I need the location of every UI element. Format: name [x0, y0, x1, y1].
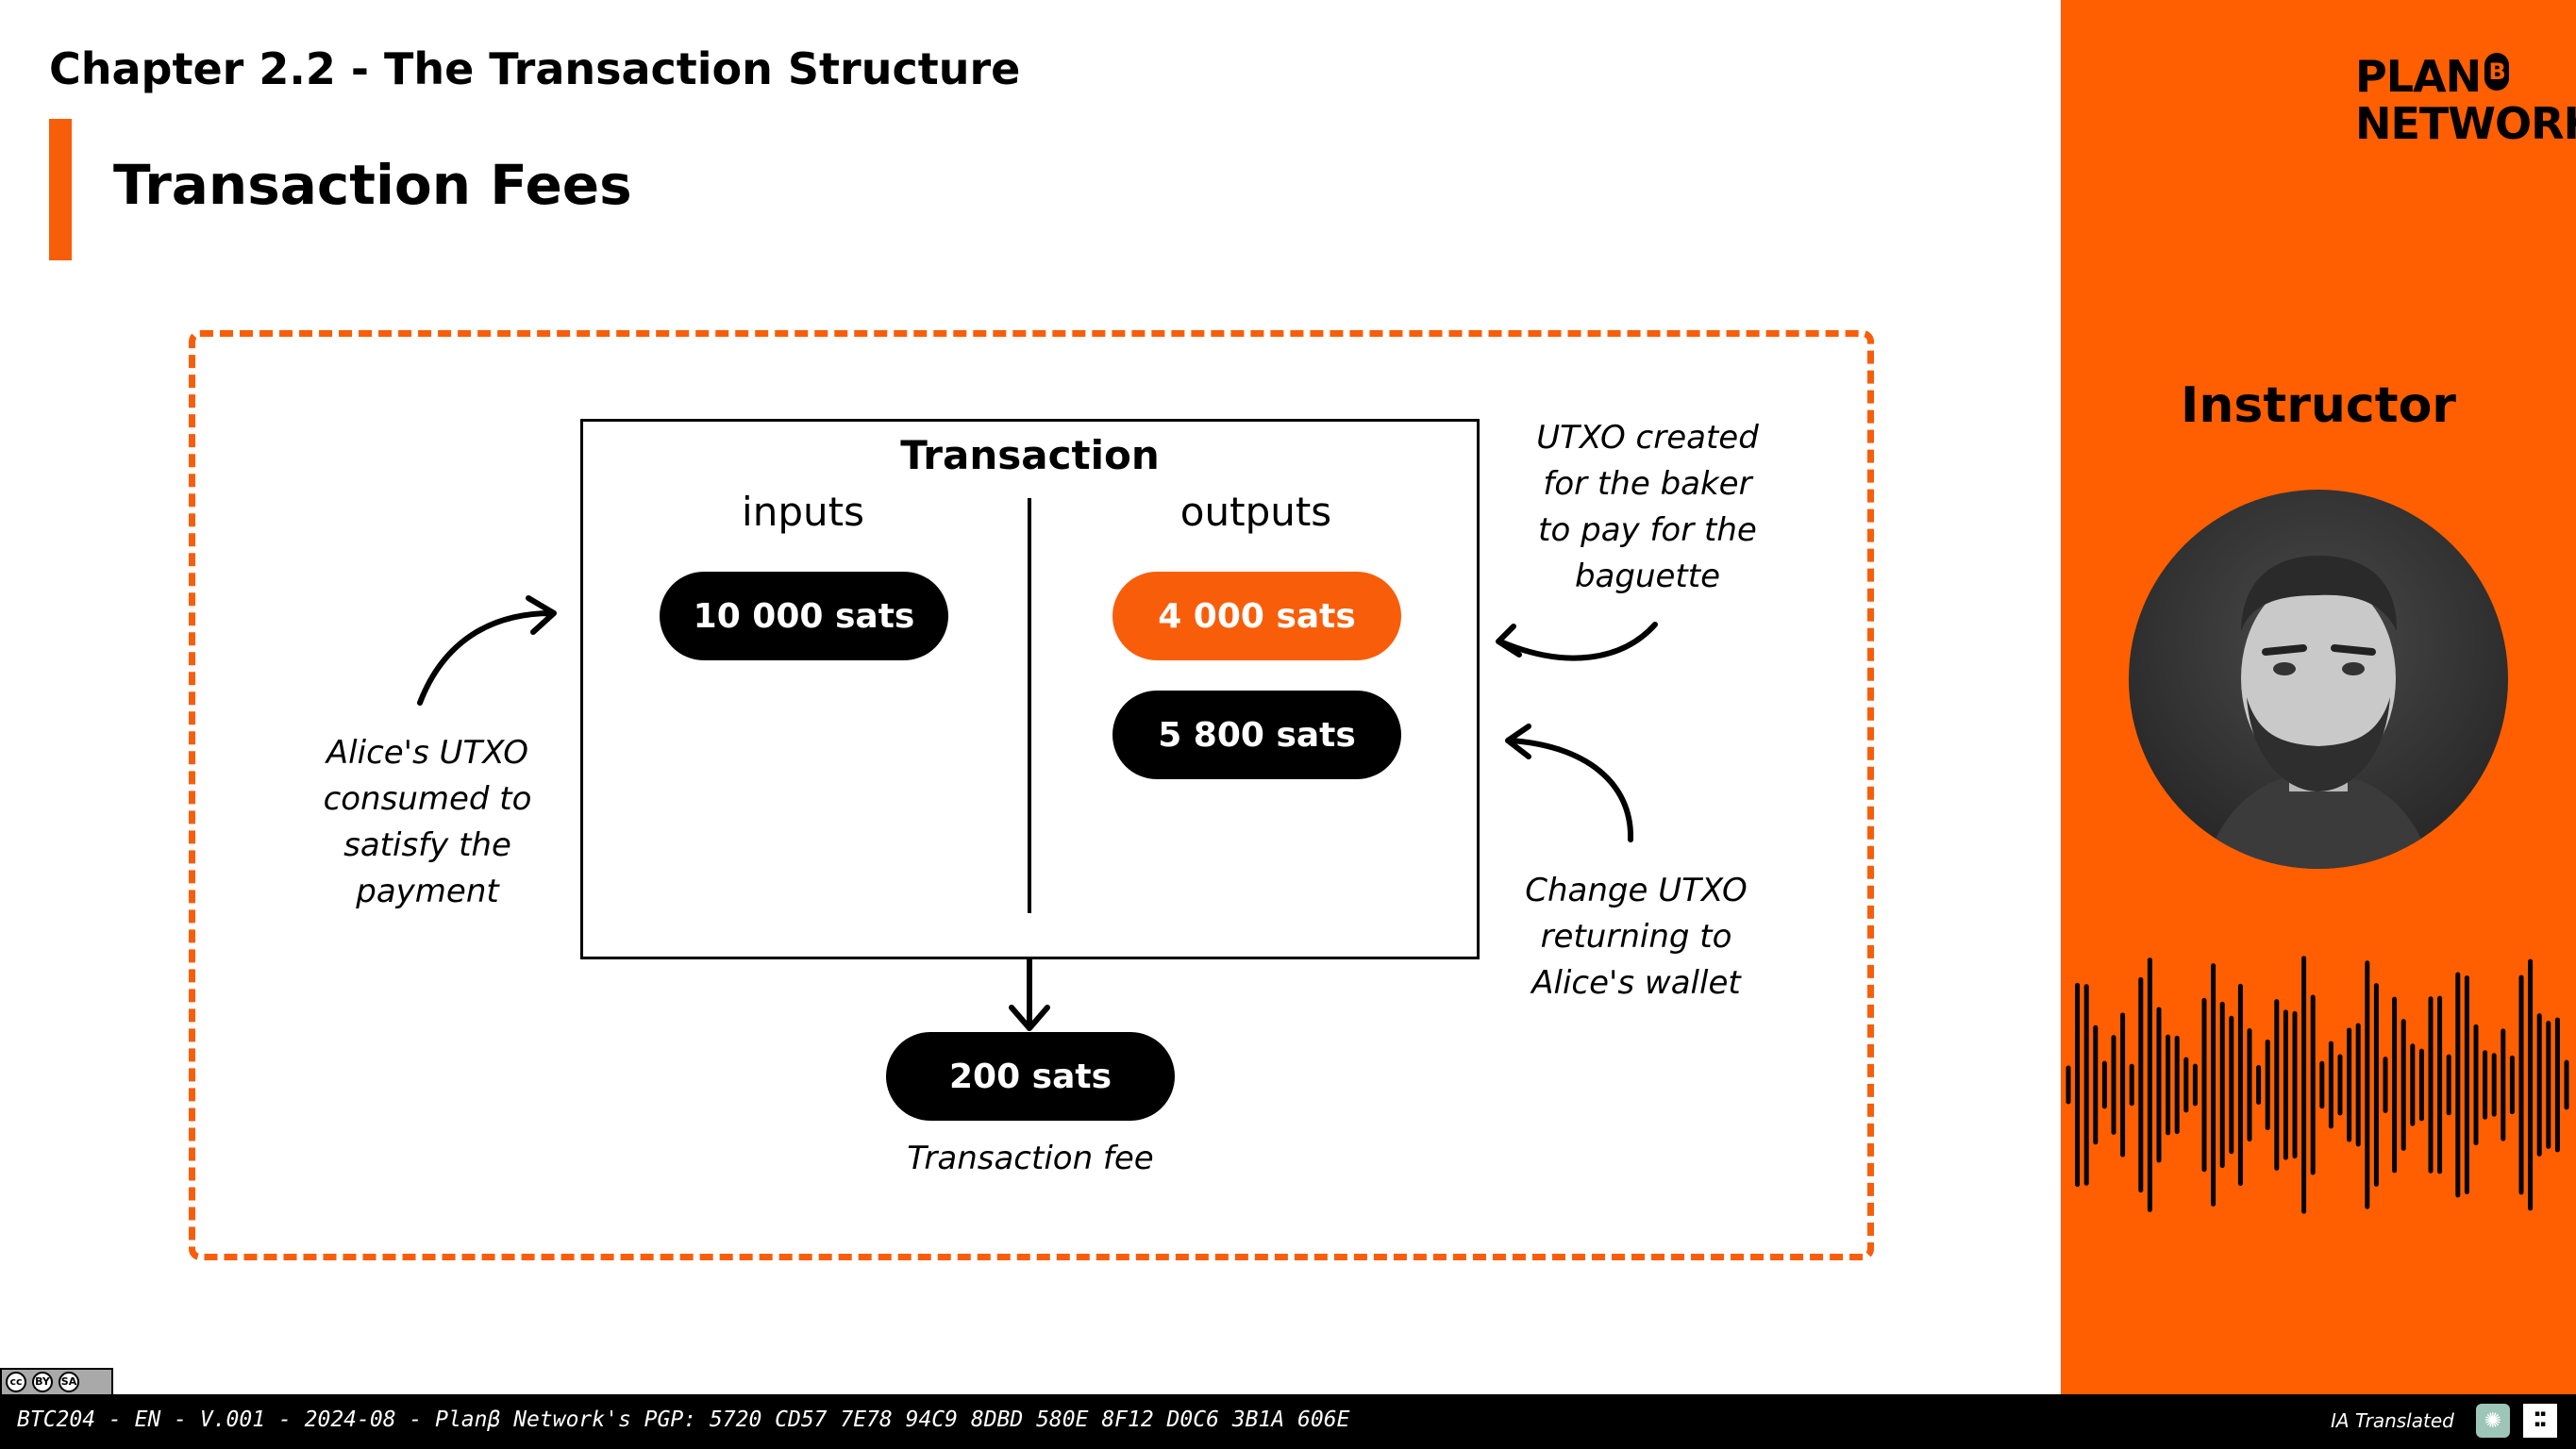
chapter-title: Chapter 2.2 - The Transaction Structure — [49, 43, 1021, 94]
input-pill: 10 000 sats — [660, 572, 948, 660]
instructor-portrait — [2204, 556, 2433, 869]
arrow-fee — [1009, 957, 1050, 1031]
arrow-baker-output — [1496, 622, 1658, 661]
logo-badge: B — [2484, 53, 2510, 91]
ia-translated-label: IA Translated — [2331, 1409, 2454, 1432]
audio-waveform — [2066, 956, 2569, 1214]
note-line: baguette — [1574, 558, 1721, 595]
diagram-frame — [189, 330, 1874, 1260]
note-line: satisfy the — [343, 826, 511, 864]
footer-pgp-text: BTC204 - EN - V.001 - 2024-08 - Planβ Ne… — [17, 1407, 1350, 1432]
note-baker-utxo: UTXO created for the baker to pay for th… — [1506, 415, 1789, 600]
note-line: Alice's wallet — [1531, 964, 1741, 1002]
cc-license-badge: cc BY SA — [0, 1368, 113, 1396]
sa-icon: SA — [59, 1372, 79, 1392]
note-line: to pay for the — [1538, 511, 1757, 549]
lab-logo-icon: ▪▪▪▪ — [2523, 1404, 2557, 1438]
cc-icon: cc — [6, 1372, 26, 1392]
note-change-utxo: Change UTXO returning to Alice's wallet — [1495, 868, 1778, 1007]
instructor-avatar — [2129, 490, 2508, 869]
by-icon: BY — [32, 1372, 53, 1392]
note-line: Alice's UTXO — [326, 734, 529, 772]
inputs-label: inputs — [742, 489, 864, 535]
logo-text: NETWORK — [2355, 98, 2576, 149]
transaction-label: Transaction — [900, 432, 1160, 478]
note-line: UTXO created — [1536, 419, 1759, 457]
fee-pill: 200 sats — [886, 1032, 1175, 1121]
arrow-change-output — [1505, 724, 1634, 842]
fee-caption: Transaction fee — [907, 1140, 1154, 1177]
column-divider — [1028, 498, 1031, 913]
note-line: for the baker — [1543, 465, 1752, 503]
title-accent-bar — [49, 119, 72, 260]
ai-logo-icon: ✺ — [2476, 1404, 2510, 1438]
footer-bar — [0, 1394, 2576, 1449]
instructor-label: Instructor — [2181, 377, 2456, 434]
slide-title: Transaction Fees — [113, 153, 632, 217]
arrow-alice-to-input — [417, 595, 557, 706]
output-pill-baker: 4 000 sats — [1112, 572, 1401, 660]
note-alice-utxo: Alice's UTXO consumed to satisfy the pay… — [286, 730, 569, 915]
note-line: Change UTXO — [1525, 872, 1748, 909]
outputs-label: outputs — [1179, 489, 1332, 535]
note-line: payment — [356, 873, 499, 910]
note-line: consumed to — [323, 780, 532, 818]
logo-text: PLAN — [2355, 51, 2482, 102]
output-pill-change: 5 800 sats — [1112, 691, 1401, 779]
note-line: returning to — [1540, 918, 1732, 956]
